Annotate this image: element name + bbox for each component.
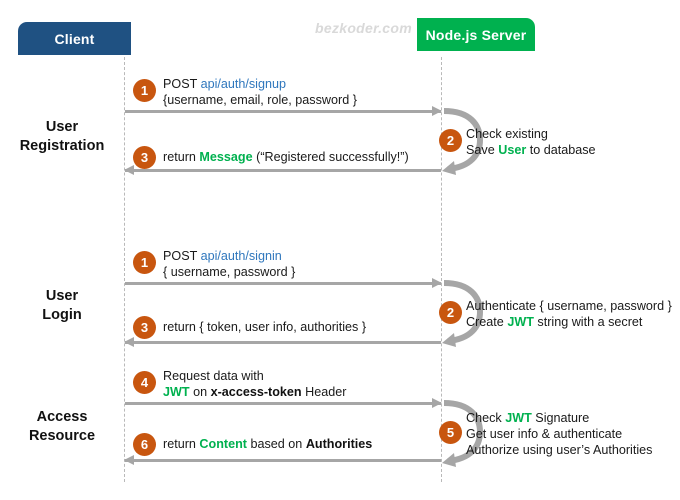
- arrow-server-to-client-registered: [124, 165, 441, 176]
- msg-text: return: [163, 150, 200, 164]
- message-label-request-data: Request data with JWT on x-access-token …: [163, 368, 346, 400]
- msg-text: Create: [466, 315, 508, 329]
- step-badge-2-login: 2: [439, 301, 462, 324]
- msg-highlight: JWT: [163, 385, 190, 399]
- msg-highlight: Content: [199, 437, 247, 451]
- arrow-shaft: [125, 169, 441, 172]
- selfloop-arrow-access: [440, 395, 492, 469]
- arrow-head: [432, 106, 442, 116]
- actor-server-box: Node.js Server: [417, 18, 535, 51]
- arrow-shaft: [125, 402, 441, 405]
- msg-text: POST: [163, 77, 201, 91]
- section-label-access-resource: Access Resource: [0, 408, 124, 446]
- msg-text: Signature: [531, 411, 590, 425]
- arrow-client-to-server-request-data: [125, 398, 442, 409]
- msg-text: return: [163, 437, 200, 451]
- msg-highlight: Message: [199, 150, 253, 164]
- actor-client-label: Client: [54, 30, 95, 47]
- message-label-check-save-user: Check existing Save User to database: [466, 126, 596, 158]
- msg-text: Authorize using user’s Authorities: [466, 443, 653, 457]
- msg-bold: Authorities: [305, 437, 373, 451]
- msg-text: string with a secret: [533, 315, 643, 329]
- watermark: bezkoder.com: [315, 20, 412, 36]
- message-label-verify-authorize: Check JWT Signature Get user info & auth…: [466, 410, 652, 458]
- section-label-line1: Access: [36, 409, 88, 425]
- step-badge-6-access: 6: [133, 433, 156, 456]
- msg-url: api/auth/signup: [200, 77, 286, 91]
- msg-text: Check existing: [466, 127, 548, 141]
- msg-text: { username, password }: [163, 265, 296, 279]
- step-badge-2-registration: 2: [439, 129, 462, 152]
- msg-highlight: JWT: [505, 411, 532, 425]
- msg-text: based on: [246, 437, 306, 451]
- msg-text: Header: [301, 385, 347, 399]
- step-badge-5-access: 5: [439, 421, 462, 444]
- arrow-shaft: [125, 459, 441, 462]
- section-label-user-registration: User Registration: [0, 118, 124, 156]
- step-badge-3-registration: 3: [133, 146, 156, 169]
- arrow-server-to-client-token: [124, 337, 441, 348]
- arrow-head: [432, 398, 442, 408]
- arrow-shaft: [125, 341, 441, 344]
- msg-text: Authenticate { username, password }: [466, 299, 672, 313]
- msg-text: Save: [466, 143, 499, 157]
- arrow-head: [432, 278, 442, 288]
- section-label-line1: User: [45, 119, 79, 135]
- step-badge-1-registration: 1: [133, 79, 156, 102]
- msg-text: Get user info & authenticate: [466, 427, 623, 441]
- section-label-line2: Registration: [19, 138, 105, 154]
- msg-text: Check: [466, 411, 506, 425]
- selfloop-arrow-login: [440, 275, 492, 349]
- section-label-user-login: User Login: [0, 287, 124, 325]
- msg-text: POST: [163, 249, 201, 263]
- message-label-authenticate-create-jwt: Authenticate { username, password } Crea…: [466, 298, 672, 330]
- section-label-line1: User: [45, 288, 79, 304]
- message-label-token-response: return { token, user info, authorities }: [163, 320, 367, 334]
- arrow-client-to-server-signup: [125, 106, 442, 117]
- message-label-signin-request: POST api/auth/signin { username, passwor…: [163, 248, 295, 280]
- msg-text: on: [189, 385, 211, 399]
- arrow-shaft: [125, 282, 441, 285]
- msg-highlight: JWT: [507, 315, 534, 329]
- msg-text: {username, email, role, password }: [163, 93, 357, 107]
- msg-bold: x-access-token: [210, 385, 302, 399]
- arrow-shaft: [125, 110, 441, 113]
- step-badge-1-login: 1: [133, 251, 156, 274]
- message-label-registered-response: return Message (“Registered successfully…: [163, 149, 409, 165]
- arrow-head: [124, 455, 134, 465]
- msg-highlight: User: [498, 143, 527, 157]
- message-label-signup-request: POST api/auth/signup {username, email, r…: [163, 76, 357, 108]
- msg-url: api/auth/signin: [200, 249, 282, 263]
- selfloop-arrow-registration: [440, 103, 492, 177]
- msg-text: Request data with: [163, 369, 264, 383]
- msg-text: (“Registered successfully!”): [252, 150, 409, 164]
- step-badge-3-login: 3: [133, 316, 156, 339]
- msg-text: to database: [526, 143, 596, 157]
- arrow-head: [124, 165, 134, 175]
- section-label-line2: Login: [42, 307, 82, 323]
- arrow-head: [124, 337, 134, 347]
- lifeline-client: [124, 57, 125, 482]
- step-badge-4-access: 4: [133, 371, 156, 394]
- actor-client-box: Client: [18, 22, 131, 55]
- arrow-server-to-client-content: [124, 455, 441, 466]
- actor-server-label: Node.js Server: [425, 26, 527, 43]
- message-label-content-response: return Content based on Authorities: [163, 436, 372, 452]
- section-label-line2: Resource: [28, 428, 96, 444]
- lifeline-server: [441, 57, 442, 482]
- arrow-client-to-server-signin: [125, 278, 442, 289]
